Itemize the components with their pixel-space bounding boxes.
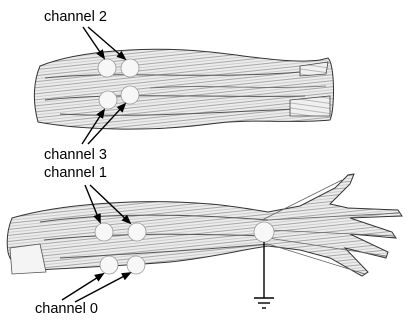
upper-forearm-illustration [34,49,333,129]
electrode-ch1-b [128,223,146,241]
arrow-ch0-b [75,273,130,302]
electrode-ch0-b [127,256,145,274]
electrode-ch3-a [99,91,117,109]
electrode-ch0-a [100,256,118,274]
ground-icon [254,242,274,308]
lower-forearm-illustration [7,174,402,276]
electrode-ch3-b [121,86,139,104]
electrode-ch2-b [121,59,139,77]
electrode-ch1-a [95,223,113,241]
arrow-ch0-a [62,274,103,300]
electrode-ground [254,222,274,242]
electrode-ch2-a [98,59,116,77]
